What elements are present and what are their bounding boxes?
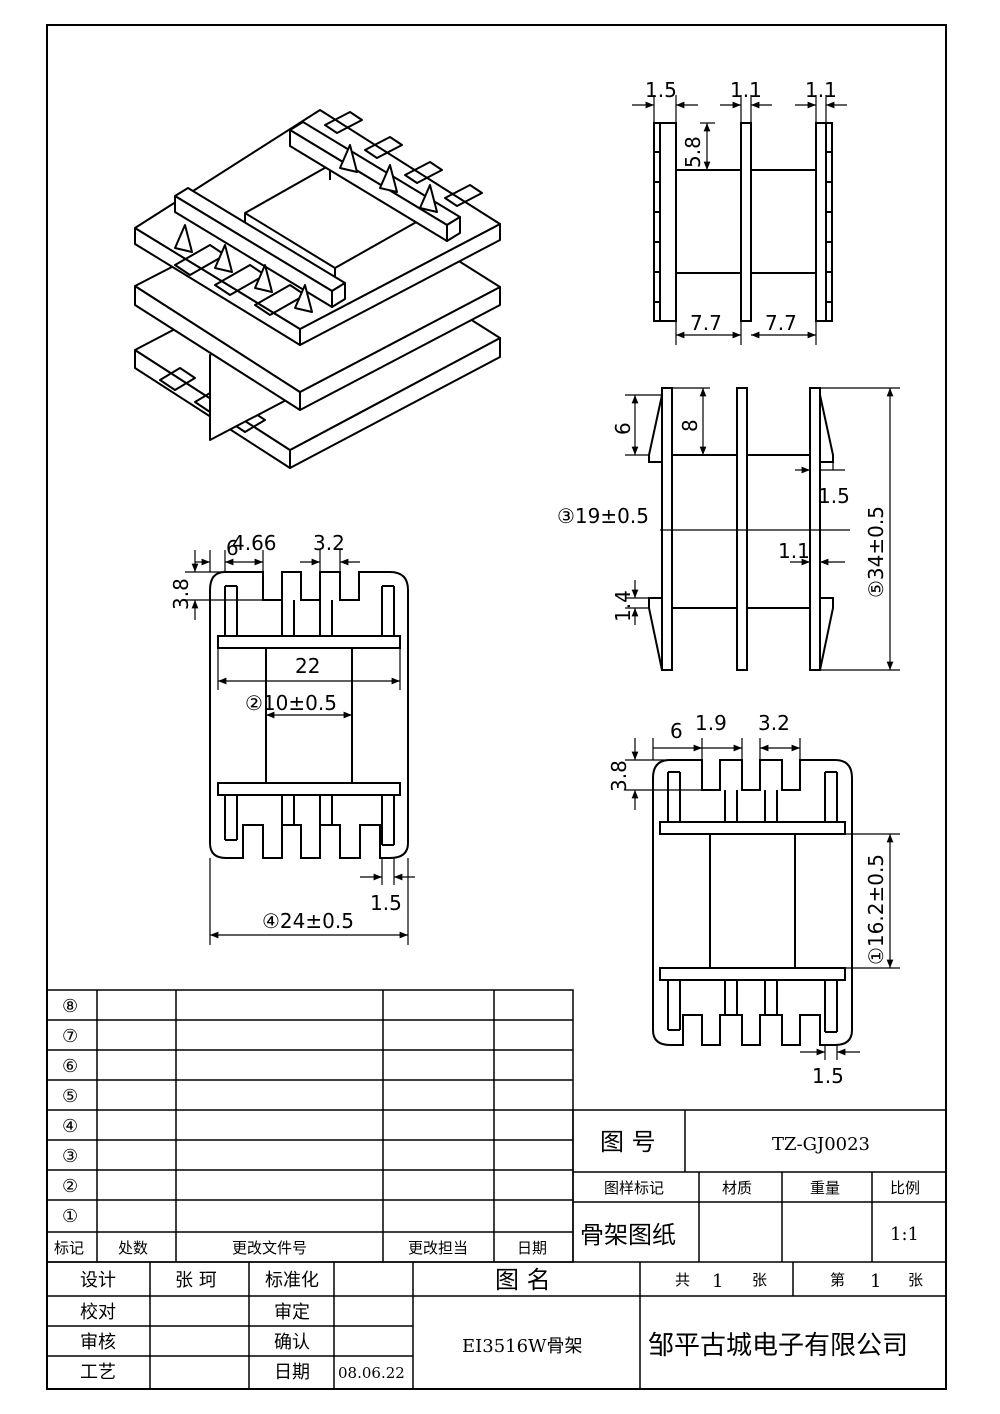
header-date: 日期 bbox=[517, 1239, 547, 1257]
review-label: 审核 bbox=[80, 1332, 116, 1353]
drawing-no-label: 图 号 bbox=[600, 1128, 656, 1156]
confirm-label: 确认 bbox=[274, 1332, 310, 1353]
isometric-view bbox=[134, 109, 501, 469]
dim-label: 3.8 bbox=[169, 578, 193, 610]
left-view-dimensions bbox=[185, 550, 415, 945]
dim-label: 1.4 bbox=[611, 590, 635, 622]
scale: 1:1 bbox=[890, 1224, 919, 1245]
header-count: 处数 bbox=[118, 1239, 148, 1257]
revision-mark: ③ bbox=[62, 1146, 78, 1167]
name-label: 图 名 bbox=[495, 1266, 551, 1294]
dim-label: 6 bbox=[670, 719, 683, 743]
part-name: EI3516W骨架 bbox=[462, 1336, 583, 1357]
revision-mark: ④ bbox=[62, 1116, 78, 1137]
dim-label: 3.2 bbox=[758, 711, 790, 735]
title-block bbox=[47, 1109, 946, 1389]
dim-label: 6 bbox=[611, 422, 635, 435]
standard-label: 标准化 bbox=[265, 1270, 319, 1291]
dim-label: ⑤34±0.5 bbox=[864, 506, 888, 598]
dim-label: 4.66 bbox=[232, 531, 277, 555]
side-view bbox=[648, 387, 834, 671]
material-label: 材质 bbox=[722, 1179, 752, 1197]
bottom-view-labels: 6 1.9 3.2 3.8 ①16.2±0.5 1.5 bbox=[607, 711, 888, 1088]
top-view-labels: 1.5 1.1 1.1 5.8 7.7 7.7 bbox=[645, 78, 837, 335]
dim-label: 6 bbox=[226, 536, 239, 560]
doc-type: 骨架图纸 bbox=[580, 1221, 676, 1249]
scale-label: 比例 bbox=[890, 1179, 920, 1197]
revision-table bbox=[46, 989, 574, 1263]
drawing-no: TZ-GJ0023 bbox=[772, 1134, 870, 1155]
date: 08.06.22 bbox=[338, 1364, 405, 1382]
check-label: 校对 bbox=[80, 1302, 116, 1323]
sheet-no: 1 bbox=[870, 1271, 881, 1292]
dim-label: ④24±0.5 bbox=[262, 909, 354, 933]
bottom-view-dimensions bbox=[625, 738, 900, 1060]
title-block-labels: 图 号 TZ-GJ0023 图样标记 材质 重量 比例 骨架图纸 1:1 设计 … bbox=[80, 1128, 923, 1383]
revision-mark: ⑤ bbox=[62, 1086, 78, 1107]
revision-mark: ⑥ bbox=[62, 1056, 78, 1077]
process-label: 工艺 bbox=[80, 1362, 116, 1383]
dim-label: 1.9 bbox=[695, 711, 727, 735]
dim-label: 5.8 bbox=[681, 136, 705, 168]
dim-label: ①16.2±0.5 bbox=[864, 854, 888, 965]
revision-table-labels: ⑧ ⑦ ⑥ ⑤ ④ ③ ② ① 标记 处数 更改文件号 更改担当 日期 bbox=[54, 996, 547, 1257]
dim-label: 7.7 bbox=[765, 311, 797, 335]
mark-label: 图样标记 bbox=[604, 1179, 664, 1197]
revision-mark: ② bbox=[62, 1176, 78, 1197]
approve-label: 审定 bbox=[274, 1302, 310, 1323]
dim-label: ③19±0.5 bbox=[557, 504, 649, 528]
designer: 张 珂 bbox=[175, 1270, 217, 1291]
dim-label: 3.8 bbox=[607, 760, 631, 792]
bottom-view bbox=[652, 759, 853, 1046]
sheet-border bbox=[46, 24, 947, 1390]
side-view-labels: 6 8 1.5 ③19±0.5 1.1 ⑤34±0.5 1.4 bbox=[557, 419, 888, 622]
dim-label: 1.5 bbox=[812, 1064, 844, 1088]
sheet-label-a: 第 bbox=[830, 1271, 845, 1289]
revision-mark: ⑦ bbox=[62, 1026, 78, 1047]
top-view bbox=[653, 122, 833, 322]
side-view-dimensions bbox=[625, 387, 900, 671]
dim-label: 1.5 bbox=[370, 891, 402, 915]
dim-label: 8 bbox=[678, 419, 702, 432]
total-label-b: 张 bbox=[752, 1271, 767, 1289]
dim-label: 7.7 bbox=[690, 311, 722, 335]
revision-mark: ⑧ bbox=[62, 996, 78, 1017]
header-mark: 标记 bbox=[54, 1239, 84, 1257]
header-change-owner: 更改担当 bbox=[408, 1239, 468, 1257]
dim-label: 1.5 bbox=[818, 484, 850, 508]
dim-label: ②10±0.5 bbox=[245, 691, 337, 715]
dim-label: 1.1 bbox=[778, 539, 810, 563]
revision-mark: ① bbox=[62, 1206, 78, 1227]
sheet-label-b: 张 bbox=[908, 1271, 923, 1289]
date-label: 日期 bbox=[274, 1362, 310, 1383]
total-count: 1 bbox=[712, 1271, 723, 1292]
dim-label: 3.2 bbox=[313, 531, 345, 555]
left-view-labels: 6 4.66 3.2 3.8 22 ②10±0.5 1.5 ④24±0.5 bbox=[169, 531, 402, 933]
weight-label: 重量 bbox=[810, 1179, 840, 1197]
total-label-a: 共 bbox=[675, 1271, 690, 1289]
header-change-doc: 更改文件号 bbox=[232, 1239, 307, 1257]
top-view-dimensions bbox=[632, 95, 847, 345]
dim-label: 1.1 bbox=[805, 78, 837, 102]
dim-label: 1.5 bbox=[645, 78, 677, 102]
dim-label: 22 bbox=[295, 654, 320, 678]
design-label: 设计 bbox=[80, 1270, 116, 1291]
dim-label: 1.1 bbox=[730, 78, 762, 102]
company-name: 邹平古城电子有限公司 bbox=[648, 1331, 908, 1361]
